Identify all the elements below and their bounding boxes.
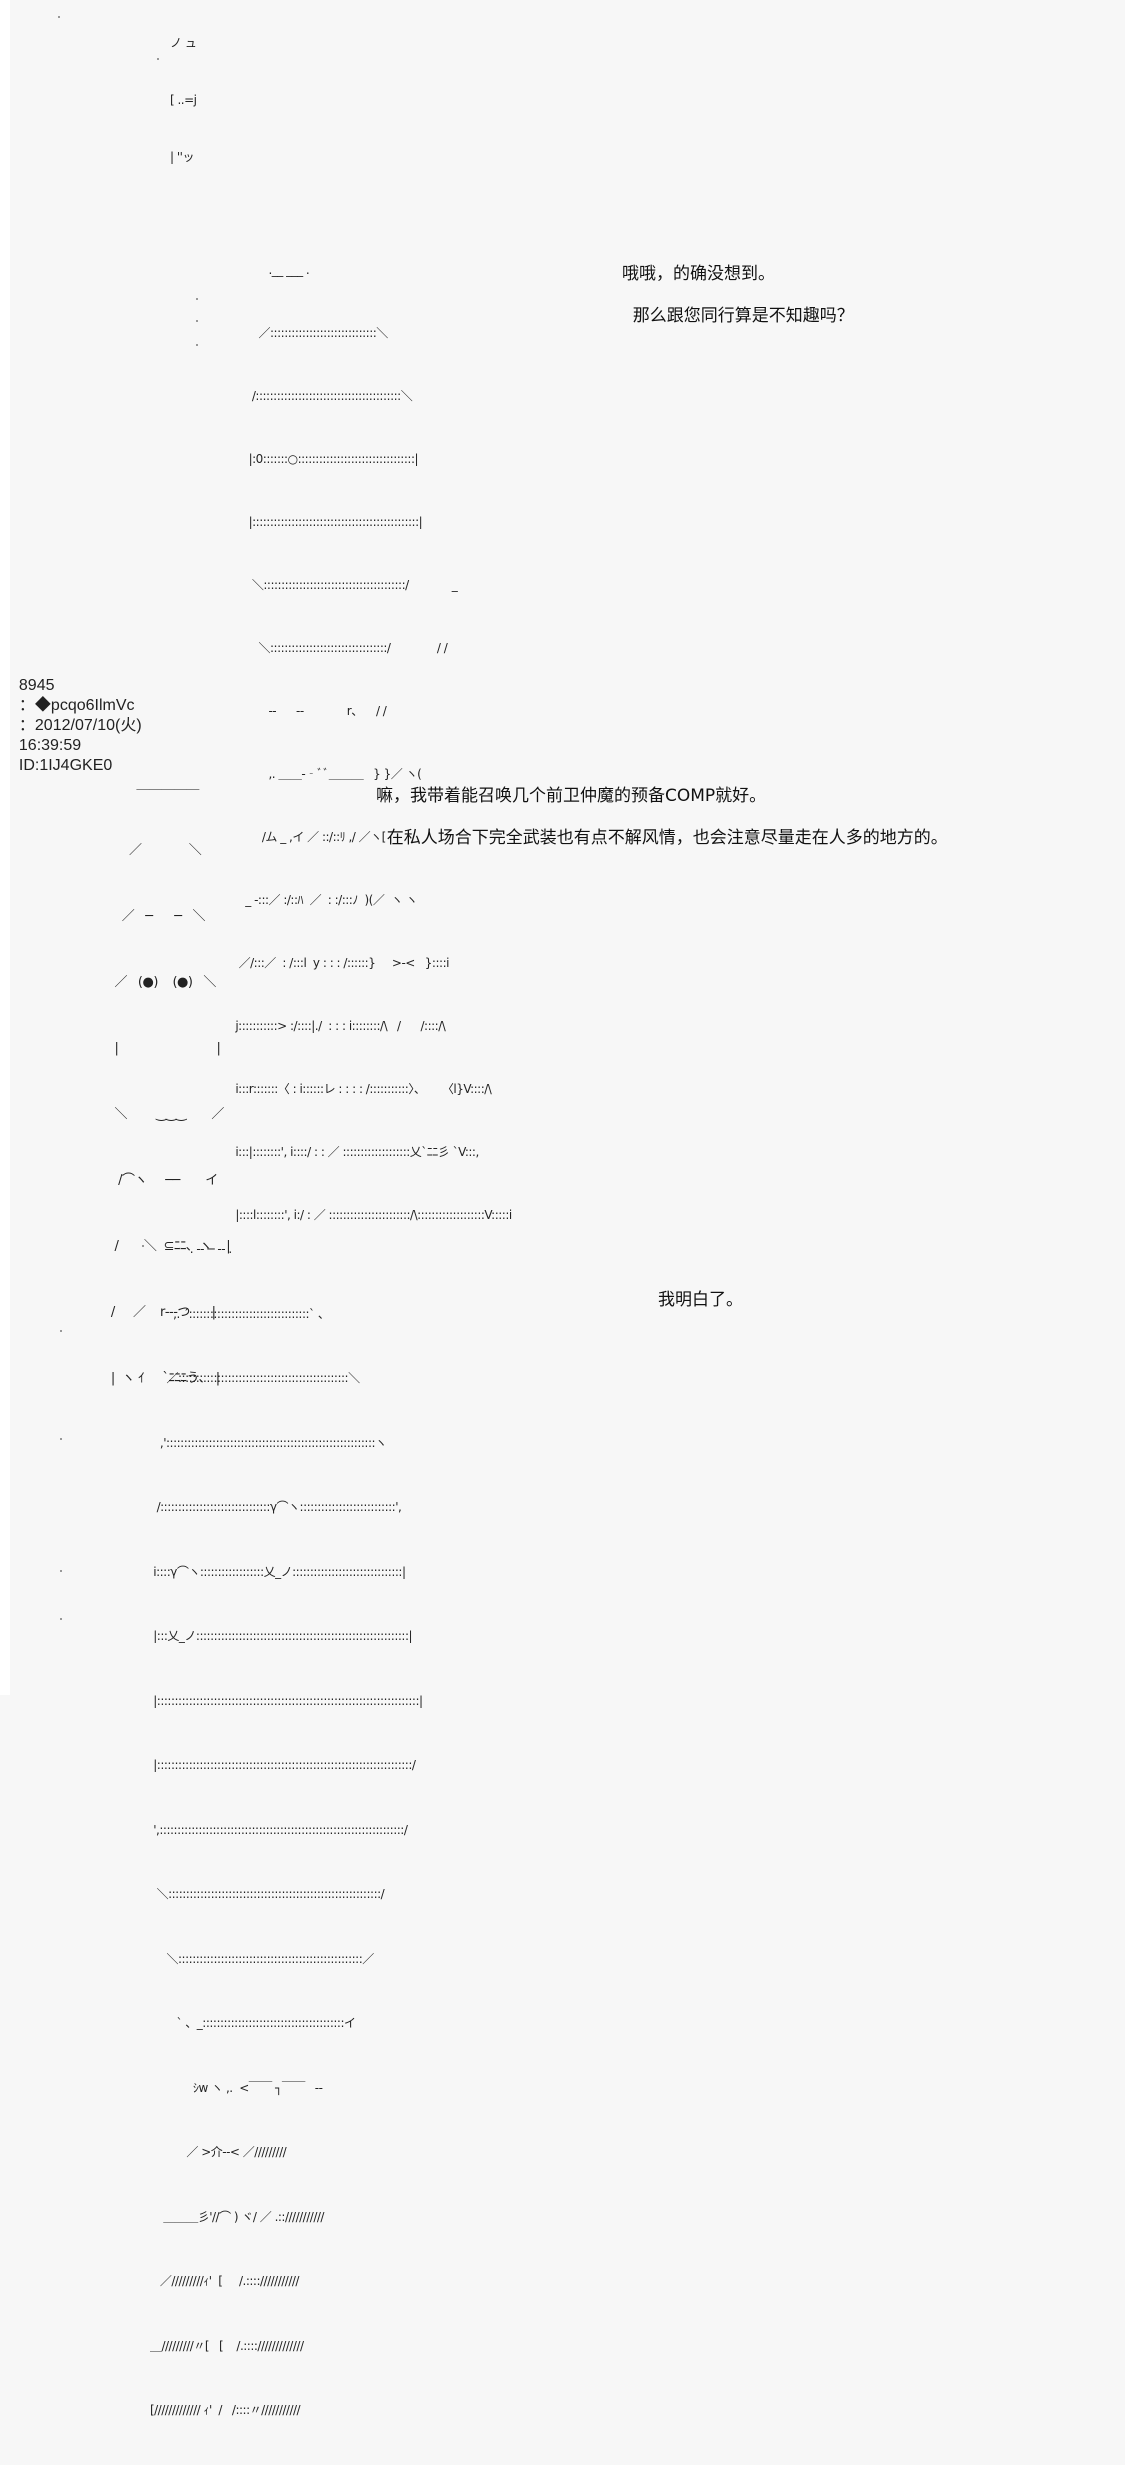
aa-line: ノ ュ xyxy=(170,36,197,50)
aa-line: |:0:::::::○:::::::::::::::::::::::::::::… xyxy=(232,452,419,466)
aa-line: ／ ＼ xyxy=(100,843,202,858)
aa-line: ＼:::::::::::::::::::::::::::::::::::::::… xyxy=(140,1951,375,1966)
post-number: 8945 xyxy=(18,677,55,694)
panel-1-dialog-line-2: 那么跟您同行算是不知趣吗？ xyxy=(622,306,854,326)
aa-line: ＼:::::::::::::::::::::::::::::::::::::::… xyxy=(140,1887,385,1901)
post-tripcode: pcqo6IlmVc xyxy=(50,697,135,714)
stray-dot xyxy=(157,58,159,60)
aa-line: . -‐ ─ ‐- . xyxy=(140,1242,232,1256)
aa-line: i:::r:::::::〈 : i::::::レ : : : : /::::::… xyxy=(232,1082,492,1096)
aa-line: |:::::::::::::::::::::::::::::::::::::::… xyxy=(140,1758,416,1772)
aa-line: i:::|::::::::', i::::/ : : ／ :::::::::::… xyxy=(232,1145,479,1159)
aa-line: ＿/////////〃[ [ /.::::///////////// xyxy=(140,2338,304,2353)
aa-line: / ＼ ⊆ﾆﾆ､ ヽ | xyxy=(100,1239,231,1254)
aa-line: / ／ r‐‐‐つ | xyxy=(100,1305,216,1320)
aa-line: ＿＿＿＿＿ xyxy=(100,777,199,792)
separator: ： xyxy=(18,697,35,714)
aa-line: ,. ＿＿-‐ﾞﾞ＿＿＿ } }／ ヽ( xyxy=(232,767,422,781)
post-header: 8945 ：◆pcqo6IlmVc ：2012/07/10(火) 16:39:5… xyxy=(10,656,142,776)
aa-line: ＿＿＿彡'//⌒ ) ヾ/ ／ .:://///////// xyxy=(140,2209,324,2224)
aa-line: | ''ッ xyxy=(170,150,194,164)
aa-line: .__ ___ . xyxy=(232,263,310,277)
aa-line: ＼:::::::::::::::::::::::::::::::::::::::… xyxy=(232,578,458,592)
aa-line: /ム _ ,イ ／ ::/::ﾘ ,/ ／ヽ[ xyxy=(232,830,387,844)
stray-dot xyxy=(60,1438,62,1440)
aa-line: i::::γ⌒ヽ::::::::::::::::::乂_ノ:::::::::::… xyxy=(140,1564,406,1579)
separator: ： xyxy=(18,717,35,734)
stray-dot xyxy=(60,1618,62,1620)
aa-line: /⌒ヽ ── イ xyxy=(100,1173,218,1188)
stray-dot xyxy=(196,298,198,300)
aa-line: |:::::::::::::::::::::::::::::::::::::::… xyxy=(232,515,423,529)
aa-line: ／ >介‐‐< ／///////// xyxy=(140,2145,287,2159)
post-date: 2012/07/10(火) xyxy=(34,717,142,734)
stray-dot xyxy=(58,16,60,18)
stray-dot xyxy=(142,1245,144,1247)
panel-2-dialog-line-1: 嘛，我带着能召唤几个前卫仲魔的预备COMP就好。 xyxy=(376,786,767,806)
aa-line: ‐‐ ‐‐ r、 / / xyxy=(232,704,387,718)
left-margin-strip xyxy=(0,0,10,1695)
stray-dot xyxy=(60,1570,62,1572)
aa-line: ＼:::::::::::::::::::::::::::::::::/ / / xyxy=(232,641,448,655)
panel-1-dialog-line-1: 哦哦，的确没想到。 xyxy=(622,264,775,284)
aa-line: ｼw ヽ ,. <￣￣ ┐￣￣ ‐‐ xyxy=(140,2080,323,2095)
aa-line: |:::乂_ノ:::::::::::::::::::::::::::::::::… xyxy=(140,1629,413,1643)
stray-dot xyxy=(196,320,198,322)
aa-line: /:::::::::::::::::::::::::::::::::::::::… xyxy=(232,389,413,403)
aa-line: ／ ─ ─ ＼ xyxy=(100,909,206,924)
aa-line: ／/:::／ : /:::l y : : : /::::::} >‐< }:::… xyxy=(232,956,450,970)
aa-line: ／::::::::::::::::::::::::::::::＼ xyxy=(232,326,389,340)
aa-line: ／:::::::::::::::::::::::::::::::::::::::… xyxy=(140,1371,361,1385)
aa-line: | | xyxy=(100,1041,221,1056)
aa-line: _ -:::／ :/::ﾊ ／ : :/:::ﾉ )(／ ヽ ヽ xyxy=(232,893,418,907)
panel-3-ascii-art: . -‐ ─ ‐- . ,. ´::::::::::::::::::::::::… xyxy=(140,1196,423,2465)
aa-line: [ ..=j xyxy=(170,93,197,107)
aa-line: ／ (●) (●) ＼ xyxy=(100,975,217,990)
aa-line: /:::::::::::::::::::::::::::::::γ⌒ヽ:::::… xyxy=(140,1500,402,1514)
stray-dot xyxy=(60,1330,62,1332)
panel-1-ascii-art: .__ ___ . ／:::::::::::::::::::::::::::::… xyxy=(232,218,512,1268)
aa-line: ／/////////ｨ' [ /.:::://///////// xyxy=(140,2274,300,2288)
aa-line: ,. ´::::::::::::::::::::::::::::::::::` … xyxy=(140,1306,330,1321)
aa-line: ',::::::::::::::::::::::::::::::::::::::… xyxy=(140,1822,408,1837)
panel-2-ascii-art: ＿＿＿＿＿ ／ ＼ ／ ─ ─ ＼ ／ (●) (●) ＼ | | ＼ ‿‿‿ … xyxy=(100,730,231,1434)
post-id: ID:1IJ4GKE0 xyxy=(18,757,113,774)
aa-line: ,'::::::::::::::::::::::::::::::::::::::… xyxy=(140,1435,387,1450)
aa-line: ＼ ‿‿‿ ／ xyxy=(100,1107,225,1122)
aa-line: j:::::::::::> :/::::|./ : : : i::::::::/… xyxy=(232,1019,446,1033)
post-time: 16:39:59 xyxy=(18,737,82,754)
trip-diamond-icon: ◆ xyxy=(34,697,51,714)
panel-3-dialog-line-1: 我明白了。 xyxy=(658,1290,743,1310)
aa-line: |::::l::::::::', i:/ : ／ :::::::::::::::… xyxy=(232,1208,512,1222)
aa-line: | ヽ ｲ `ﾆﾆﾆう､ | xyxy=(100,1371,220,1386)
aa-line: ` 、_::::::::::::::::::::::::::::::::::::… xyxy=(140,2016,356,2030)
top-aa-fragment: ノ ュ [ ..=j | ''ッ xyxy=(170,0,197,186)
panel-2-dialog-line-2: 在私人场合下完全武装也有点不解风情，也会注意尽量走在人多的地方的。 xyxy=(376,828,948,848)
stray-dot xyxy=(196,344,198,346)
aa-line: [///////////// ｨ' / /::::〃/////////// xyxy=(140,2403,301,2417)
aa-line: |:::::::::::::::::::::::::::::::::::::::… xyxy=(140,1693,423,1708)
